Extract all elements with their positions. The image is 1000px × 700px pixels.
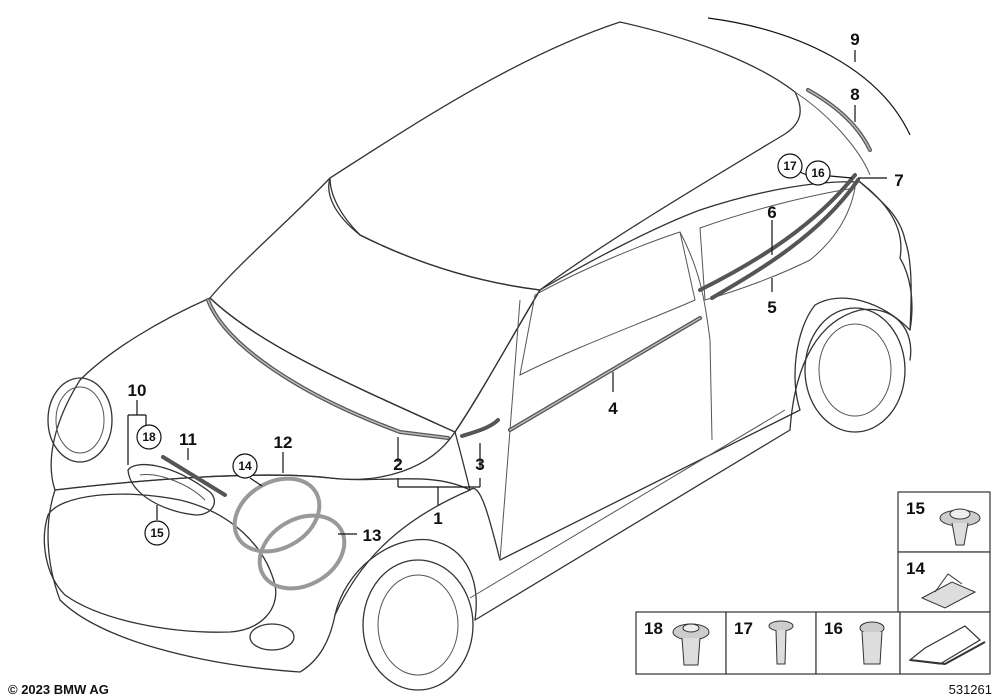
- circled-callout-15: 15: [150, 526, 164, 540]
- panel-label-15: 15: [906, 499, 925, 518]
- panel-part-18: [635, 611, 727, 675]
- circled-callout-14: 14: [238, 459, 252, 473]
- screw-icon: [768, 620, 794, 665]
- gasket-ring-12: [232, 476, 322, 554]
- panel-label-16: 16: [824, 619, 843, 638]
- callout-9: 9: [850, 30, 859, 49]
- side-window-trim-upper: [698, 173, 857, 292]
- clip-nut-icon: [859, 621, 885, 665]
- rear-roof-trim: [806, 88, 872, 152]
- copyright-text: © 2023 BMW AG: [8, 682, 109, 697]
- side-window-trim-lower: [710, 178, 860, 300]
- callout-1: 1: [433, 509, 442, 528]
- circled-callout-18: 18: [142, 430, 156, 444]
- callout-8: 8: [850, 85, 859, 104]
- panel-part-16: [815, 611, 901, 675]
- panel-label-17: 17: [734, 619, 753, 638]
- callout-10: 10: [128, 381, 147, 400]
- callouts: 1 2 3 4 5 6 7 8 9 10 11 12 13: [128, 30, 904, 545]
- circled-callout-17: 17: [783, 159, 797, 173]
- windshield-trim-right: [460, 418, 500, 438]
- car-body: [43, 21, 913, 691]
- callout-5: 5: [767, 298, 776, 317]
- callout-2: 2: [393, 455, 402, 474]
- callout-7: 7: [894, 171, 903, 190]
- expanding-rivet-icon: [672, 623, 710, 666]
- panel-label-14: 14: [906, 559, 925, 578]
- circled-callout-16: 16: [811, 166, 825, 180]
- spring-clip-icon: [920, 573, 977, 609]
- leader-lines: [127, 50, 887, 535]
- screw-clip-icon: [939, 508, 981, 546]
- callout-12: 12: [274, 433, 293, 452]
- callout-13: 13: [363, 526, 382, 545]
- hood-scoop-trim: [161, 455, 227, 497]
- callout-6: 6: [767, 203, 776, 222]
- wedge-arrow-icon: [908, 625, 986, 666]
- roof-rail-strip: [707, 17, 911, 136]
- windshield-trim-left: [206, 298, 450, 440]
- hood-scoop: [127, 464, 215, 516]
- diagram-number: 531261: [949, 682, 992, 697]
- gasket-ring-13: [257, 513, 347, 591]
- circled-callouts: 14 15 16 17 18: [136, 153, 831, 546]
- callout-11: 11: [179, 430, 197, 449]
- parts-panels: 15 14 18 17 16: [635, 491, 991, 675]
- trim-parts: [127, 17, 911, 591]
- callout-4: 4: [608, 399, 618, 418]
- panel-label-18: 18: [644, 619, 663, 638]
- callout-3: 3: [475, 455, 484, 474]
